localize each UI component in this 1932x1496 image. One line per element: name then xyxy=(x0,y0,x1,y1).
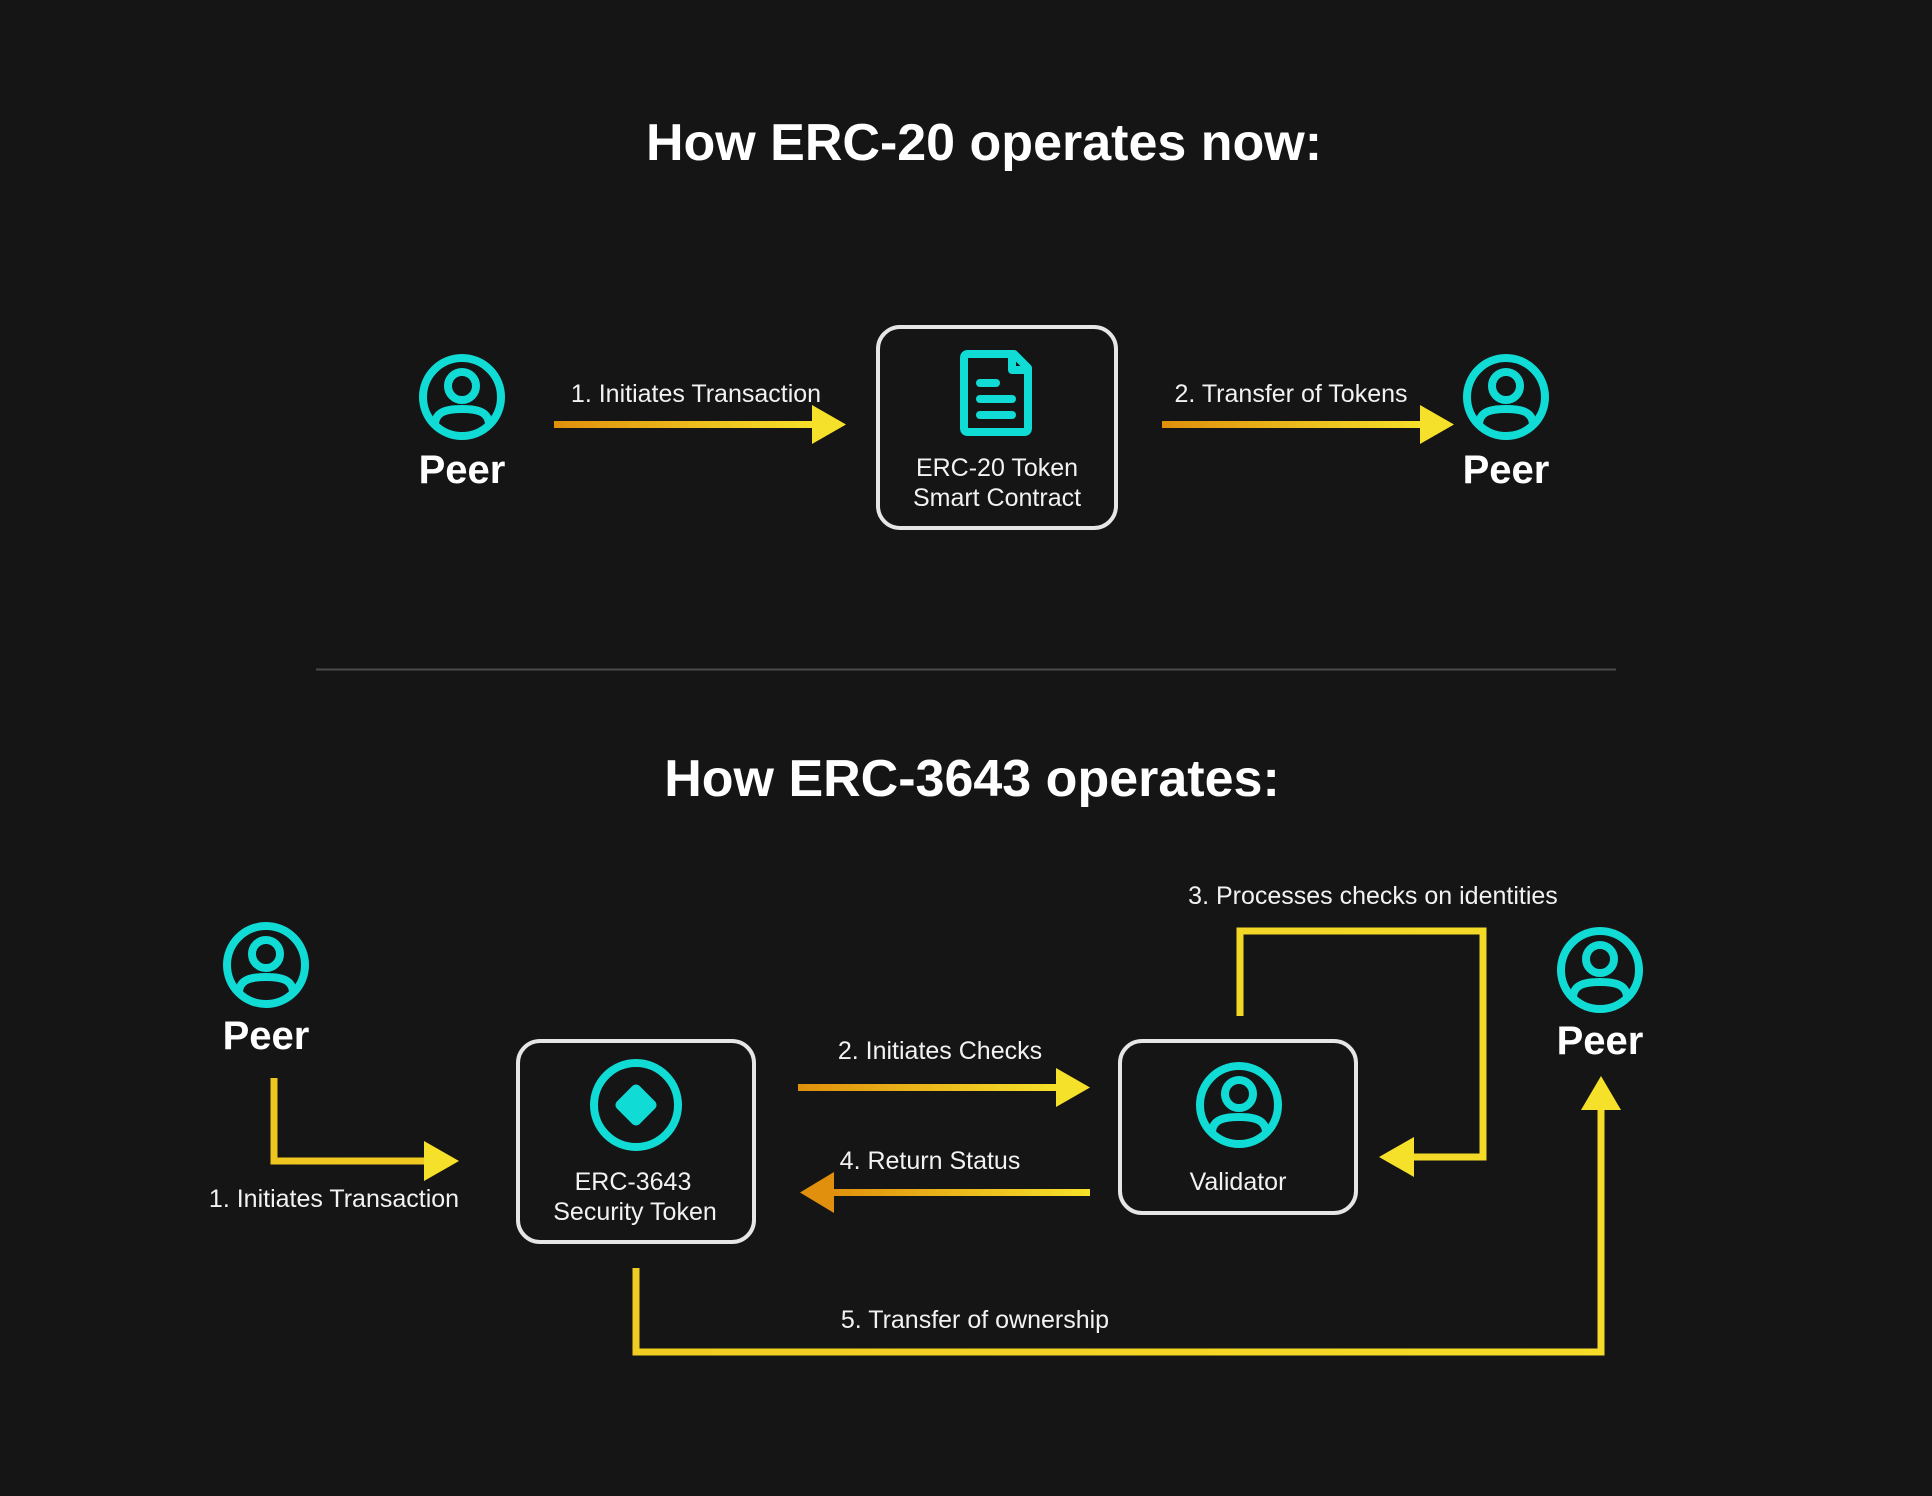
top-arrow-initiates xyxy=(554,405,846,444)
top-arrow-transfer xyxy=(1162,405,1454,444)
bottom-arrow-processes xyxy=(1236,927,1487,1177)
bottom-arrow-ownership xyxy=(632,1076,1621,1356)
user-circle-icon xyxy=(227,926,305,1004)
user-circle-icon xyxy=(1200,1066,1278,1144)
peer-label: Peer xyxy=(1463,448,1550,492)
bottom-edge-ownership-label: 5. Transfer of ownership xyxy=(841,1306,1109,1334)
bottom-arrow-status xyxy=(800,1172,1090,1213)
bottom-peer-right: Peer xyxy=(1557,931,1644,1063)
top-peer-right: Peer xyxy=(1463,358,1550,492)
bottom-edge-processes-label: 3. Processes checks on identities xyxy=(1188,882,1558,910)
peer-label: Peer xyxy=(1557,1019,1644,1063)
validator-label: Validator xyxy=(1190,1168,1287,1196)
bottom-edge-initiates-label: 1. Initiates Transaction xyxy=(209,1185,459,1213)
bottom-token-box: ERC-3643 Security Token xyxy=(516,1039,756,1244)
user-circle-icon xyxy=(1561,931,1639,1009)
bottom-edge-checks-label: 2. Initiates Checks xyxy=(838,1037,1042,1065)
contract-label-line2: Smart Contract xyxy=(913,484,1081,512)
user-circle-icon xyxy=(1467,358,1545,436)
top-edge-initiates-label: 1. Initiates Transaction xyxy=(571,380,821,408)
bottom-title: How ERC-3643 operates: xyxy=(664,750,1280,808)
top-peer-left: Peer xyxy=(419,358,506,492)
bottom-validator-box: Validator xyxy=(1118,1039,1358,1215)
top-title: How ERC-20 operates now: xyxy=(646,114,1322,172)
bottom-arrow-initiates xyxy=(270,1078,459,1181)
diamond-token-icon xyxy=(590,1059,682,1151)
token-box-border xyxy=(516,1039,756,1244)
bottom-edge-status-label: 4. Return Status xyxy=(840,1147,1021,1175)
bottom-arrow-checks xyxy=(798,1068,1090,1107)
top-edge-transfer-label: 2. Transfer of Tokens xyxy=(1175,380,1408,408)
user-circle-icon xyxy=(423,358,501,436)
token-label-line2: Security Token xyxy=(553,1198,717,1226)
bottom-peer-left: Peer xyxy=(223,926,310,1058)
top-contract-box: ERC-20 Token Smart Contract xyxy=(876,325,1118,530)
token-label-line1: ERC-3643 xyxy=(575,1168,692,1196)
peer-label: Peer xyxy=(223,1014,310,1058)
validator-box-border xyxy=(1118,1039,1358,1215)
contract-box-border xyxy=(876,325,1118,530)
peer-label: Peer xyxy=(419,448,506,492)
document-icon xyxy=(960,350,1032,436)
contract-label-line1: ERC-20 Token xyxy=(916,454,1078,482)
